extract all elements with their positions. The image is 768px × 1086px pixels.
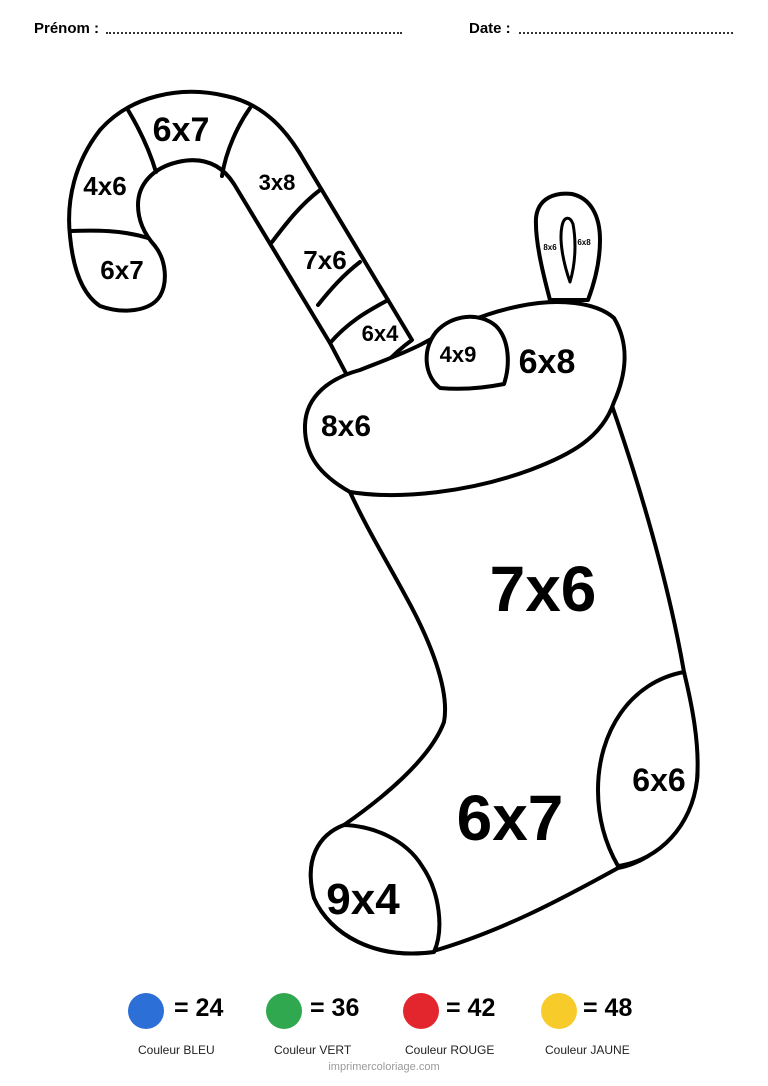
green-swatch bbox=[266, 993, 302, 1029]
color-legend: = 24 Couleur BLEU = 36 Couleur VERT = 42… bbox=[0, 990, 768, 1060]
legend-color-name: Couleur BLEU bbox=[138, 1043, 215, 1057]
cane-hook-bottom-label: 6x7 bbox=[100, 255, 143, 285]
date-label: Date : bbox=[469, 20, 511, 37]
red-swatch bbox=[403, 993, 439, 1029]
cane-divider bbox=[220, 106, 252, 178]
legend-equation: = 24 bbox=[174, 994, 224, 1022]
stocking-toe-label: 9x4 bbox=[326, 875, 400, 924]
cuff-right-label: 6x8 bbox=[519, 343, 576, 381]
loop-left-label: 8x6 bbox=[543, 243, 557, 252]
cuff-left-label: 8x6 bbox=[321, 410, 371, 443]
legend-color-name: Couleur JAUNE bbox=[545, 1043, 630, 1057]
stocking-loop-inner bbox=[559, 216, 577, 284]
prenom-write-line[interactable] bbox=[106, 28, 402, 34]
cane-hook-top-label: 6x7 bbox=[153, 111, 210, 149]
loop-right-label: 6x8 bbox=[577, 238, 591, 247]
worksheet-header: Prénom : Date : bbox=[0, 20, 768, 42]
legend-color-name: Couleur ROUGE bbox=[405, 1043, 495, 1057]
cane-stripe-1-label: 3x8 bbox=[259, 170, 296, 195]
site-credit[interactable]: imprimercoloriage.com bbox=[328, 1061, 440, 1073]
cane-divider bbox=[126, 108, 158, 174]
stocking-heel[interactable] bbox=[596, 670, 700, 868]
cane-stripe-2-label: 7x6 bbox=[303, 245, 346, 275]
prenom-label: Prénom : bbox=[34, 20, 100, 37]
candy-cane-outline bbox=[67, 89, 414, 402]
legend-equation: = 36 bbox=[310, 994, 360, 1022]
stocking-toe[interactable] bbox=[308, 823, 442, 956]
stocking-body-label: 7x6 bbox=[490, 553, 597, 625]
legend-color-name: Couleur VERT bbox=[274, 1043, 352, 1057]
stocking-heel-label: 6x6 bbox=[632, 762, 685, 798]
legend-item-blue: = 24 Couleur BLEU bbox=[128, 990, 288, 1057]
bow-label: 4x9 bbox=[440, 342, 477, 367]
legend-item-yellow: = 48 Couleur JAUNE bbox=[541, 990, 701, 1057]
cane-divider bbox=[270, 188, 322, 244]
blue-swatch bbox=[128, 993, 164, 1029]
stocking-bow[interactable] bbox=[424, 314, 510, 391]
date-write-line[interactable] bbox=[519, 28, 733, 34]
cane-hook-left-label: 4x6 bbox=[83, 171, 126, 201]
cane-divider bbox=[316, 260, 362, 307]
yellow-swatch bbox=[541, 993, 577, 1029]
cane-stripe-3-label: 6x4 bbox=[362, 321, 399, 346]
stocking-foot-label: 6x7 bbox=[457, 782, 564, 854]
legend-item-green: = 36 Couleur VERT bbox=[266, 990, 426, 1057]
legend-equation: = 42 bbox=[446, 994, 496, 1022]
legend-equation: = 48 bbox=[583, 994, 633, 1022]
cane-divider bbox=[69, 228, 150, 240]
cane-divider bbox=[328, 298, 390, 345]
legend-item-red: = 42 Couleur ROUGE bbox=[403, 990, 563, 1057]
